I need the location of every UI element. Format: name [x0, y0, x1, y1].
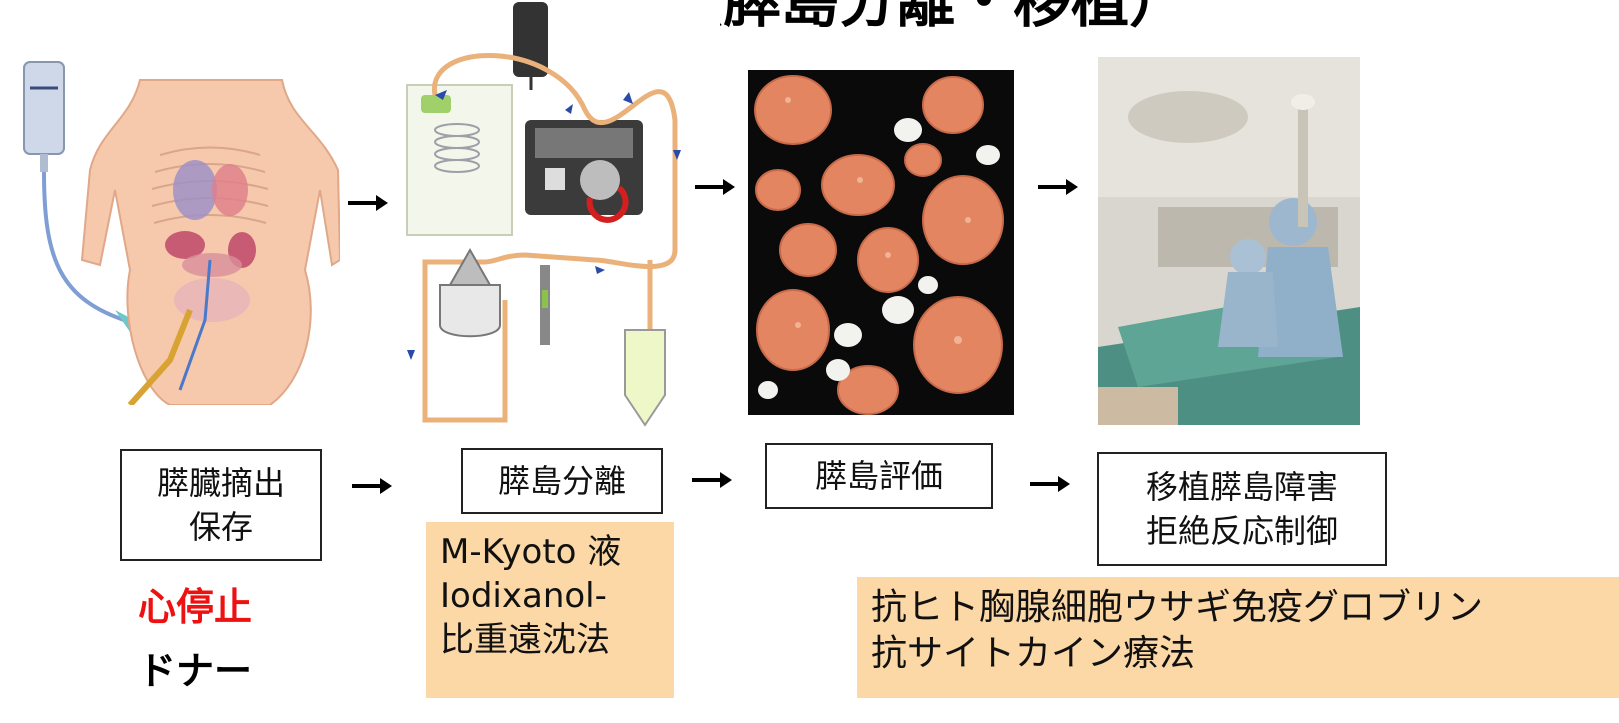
step-box-line: 膵島評価 — [814, 457, 943, 495]
arrow-right-icon — [1030, 476, 1070, 492]
arrow-right-icon — [348, 195, 388, 211]
step-box-line: 保存 — [188, 508, 253, 546]
arrow-right-icon — [695, 179, 735, 195]
note-line: M-Kyoto 液 — [440, 532, 622, 572]
immunotherapy-note: 抗ヒト胸腺細胞ウサギ免疫グロブリン 抗サイトカイン療法 — [857, 577, 1619, 698]
arrow-right-icon — [692, 472, 732, 488]
step-box-pancreas-procurement: 膵臓摘出 保存 — [120, 449, 322, 561]
cardiac-arrest-label: 心停止 — [138, 585, 253, 629]
note-line: 抗ヒト胸腺細胞ウサギ免疫グロブリン — [871, 587, 1484, 628]
arrow-right-icon — [352, 478, 392, 494]
note-line: 抗サイトカイン療法 — [871, 633, 1196, 674]
step-box-rejection-control: 移植膵島障害 拒絶反応制御 — [1097, 452, 1387, 566]
note-line: Iodixanol- — [440, 576, 607, 616]
donor-label: ドナー — [138, 649, 253, 693]
transplant-procedure-photo-icon — [1098, 57, 1360, 425]
step-box-line: 移植膵島障害 — [1145, 468, 1338, 506]
donor-anatomy-icon — [20, 60, 340, 405]
step-box-islet-assessment: 膵島評価 — [765, 443, 993, 509]
step-box-islet-isolation: 膵島分離 — [461, 448, 663, 514]
islet-isolation-apparatus-icon — [395, 0, 720, 430]
step-box-line: 膵島分離 — [497, 462, 626, 500]
isolation-method-note: M-Kyoto 液 Iodixanol- 比重遠沈法 — [426, 522, 674, 698]
step-box-line: 拒絶反応制御 — [1145, 512, 1338, 550]
islet-micrograph-icon — [748, 70, 1014, 415]
step-box-line: 膵臓摘出 — [156, 464, 285, 502]
arrow-right-icon — [1038, 179, 1078, 195]
note-line: 比重遠沈法 — [440, 620, 610, 660]
